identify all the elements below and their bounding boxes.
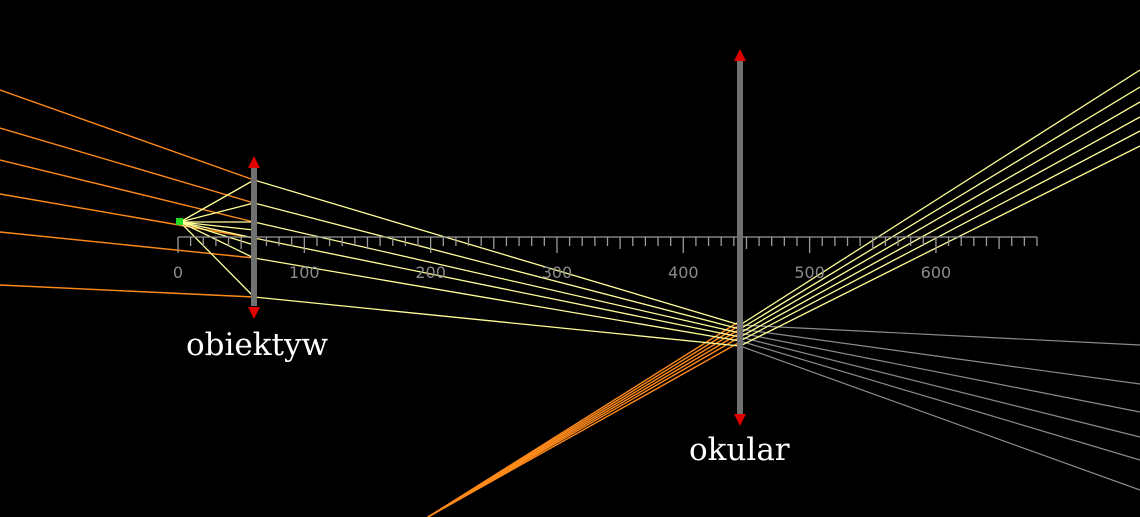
eyepiece-exit-ray xyxy=(739,86,1140,330)
eyepiece-exit-ray xyxy=(739,116,1140,338)
orange-lower-ray xyxy=(427,336,741,517)
objective-bottom-arrow-icon xyxy=(248,307,260,319)
object-fan-ray xyxy=(179,221,255,239)
object-fan-ray xyxy=(179,221,255,259)
objective-top-arrow-icon xyxy=(248,156,260,168)
distance-ruler xyxy=(177,236,1038,253)
objective-to-eyepiece-ray xyxy=(253,237,741,338)
ruler-tick-label: 300 xyxy=(542,263,573,282)
objective-lens[interactable] xyxy=(248,156,260,319)
object-point-marker[interactable] xyxy=(176,218,183,225)
objective-to-eyepiece-ray xyxy=(253,179,741,326)
orange-incoming-ray xyxy=(0,284,255,298)
ruler-tick-label: 400 xyxy=(668,263,699,282)
virtual-gray-rays xyxy=(739,324,1140,491)
incoming-orange-rays xyxy=(0,89,255,298)
ruler-tick-label: 200 xyxy=(415,263,446,282)
eyepiece-lens[interactable] xyxy=(734,49,746,426)
virtual-image-ray xyxy=(739,324,1140,346)
object-fan-ray xyxy=(179,221,255,231)
eyepiece-top-arrow-icon xyxy=(734,49,746,61)
ruler-tick-label: 500 xyxy=(794,263,825,282)
eyepiece-exit-ray xyxy=(739,69,1140,326)
objective-to-eyepiece-ray xyxy=(253,257,741,342)
object-fan-ray xyxy=(179,179,255,223)
objective-to-eyepiece-ray xyxy=(253,202,741,330)
virtual-image-ray xyxy=(739,336,1140,438)
eyepiece-exit-ray xyxy=(739,145,1140,347)
virtual-image-ray xyxy=(739,332,1140,413)
yellow-rays xyxy=(179,69,1140,347)
ruler-tick-label: 600 xyxy=(921,263,952,282)
eyepiece-exit-ray xyxy=(739,101,1140,334)
eyepiece-bottom-arrow-icon xyxy=(734,414,746,426)
orange-incoming-ray xyxy=(0,193,255,239)
orange-incoming-ray xyxy=(0,89,255,181)
object-fan-ray xyxy=(179,202,255,223)
ruler-tick-label: 0 xyxy=(173,263,183,282)
ruler-tick-label: 100 xyxy=(289,263,320,282)
eyepiece-exit-ray xyxy=(739,130,1140,342)
objective-to-eyepiece-ray xyxy=(253,296,741,347)
virtual-image-ray xyxy=(739,345,1140,491)
orange-lower-ray xyxy=(427,341,741,517)
virtual-image-ray xyxy=(739,340,1140,461)
objective-to-eyepiece-ray xyxy=(253,221,741,334)
orange-incoming-ray xyxy=(0,159,255,223)
object-fan-ray xyxy=(179,221,255,298)
virtual-image-ray xyxy=(739,328,1140,385)
eyepiece-label: okular xyxy=(689,432,790,468)
objective-label: obiektyw xyxy=(186,327,329,363)
lower-orange-rays xyxy=(427,320,741,517)
orange-incoming-ray xyxy=(0,127,255,204)
